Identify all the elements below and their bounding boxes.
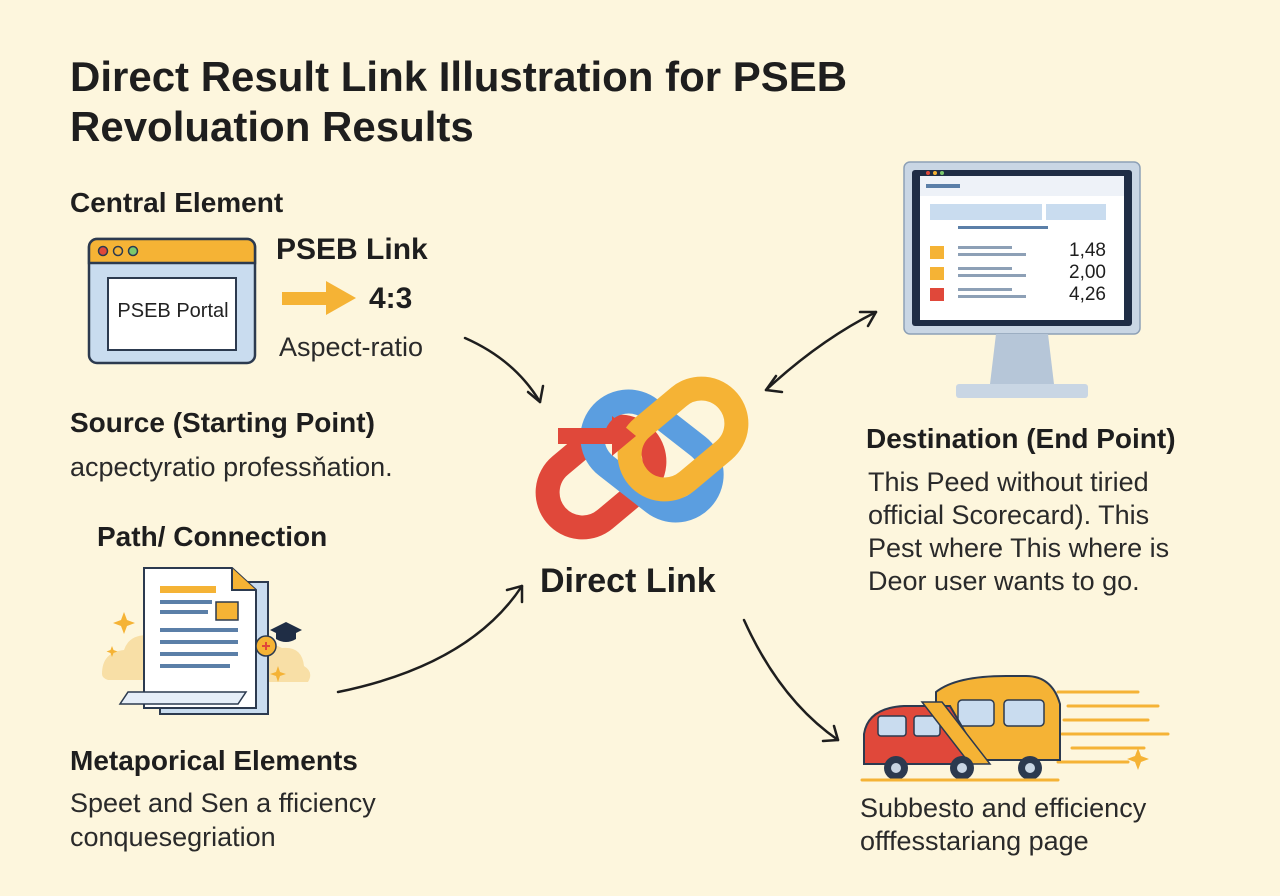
- score-value: 2,00: [1069, 262, 1106, 283]
- destination-heading: Destination (End Point): [866, 423, 1176, 454]
- arrow-source-to-link: [463, 336, 542, 404]
- efficiency-line-1: Subbesto and efficiency: [860, 793, 1147, 823]
- metaphor-line-2: conquesegriation: [70, 822, 276, 852]
- arrow-path-to-link: [336, 584, 524, 694]
- central-element-heading: Central Element: [70, 187, 284, 218]
- arrow-right-icon: [282, 281, 356, 315]
- direct-link-label: Direct Link: [540, 562, 716, 600]
- monitor-icon: [903, 161, 1141, 398]
- metaphor-heading: Metaporical Elements: [70, 745, 358, 776]
- metaphor-line-1: Speet and Sen a fficiency: [70, 788, 376, 818]
- destination-line-2: official Scorecard). This: [868, 500, 1150, 530]
- arrow-link-to-efficiency: [742, 618, 840, 742]
- title-line-1: Direct Result Link Illustration for PSEB: [70, 53, 848, 100]
- document-icon: [102, 567, 311, 715]
- chain-link-icon: [535, 376, 749, 540]
- speeding-van-icon: [860, 675, 1170, 782]
- score-value: 1,48: [1069, 240, 1106, 261]
- efficiency-line-2: offfesstariang page: [860, 826, 1089, 856]
- title-line-2: Revoluation Results: [70, 103, 474, 150]
- portal-label: PSEB Portal: [117, 300, 229, 322]
- pseb-link-label: PSEB Link: [276, 233, 428, 266]
- source-heading: Source (Starting Point): [70, 407, 375, 438]
- destination-line-3: Pest where This where is: [868, 533, 1170, 563]
- page-title: Direct Result Link Illustration for PSEB…: [70, 52, 1050, 152]
- path-heading: Path/ Connection: [97, 521, 328, 552]
- destination-line-1: This Peed without tiried: [868, 467, 1149, 497]
- score-value: 4,26: [1069, 284, 1106, 305]
- aspect-ratio-value: 4:3: [369, 282, 413, 315]
- source-text: acpectyratio professňation.: [70, 452, 393, 482]
- destination-line-4: Deor user wants to go.: [868, 566, 1140, 596]
- aspect-ratio-caption: Aspect-ratio: [279, 332, 424, 362]
- arrow-link-destination: [764, 310, 878, 392]
- browser-window-icon: [87, 237, 257, 365]
